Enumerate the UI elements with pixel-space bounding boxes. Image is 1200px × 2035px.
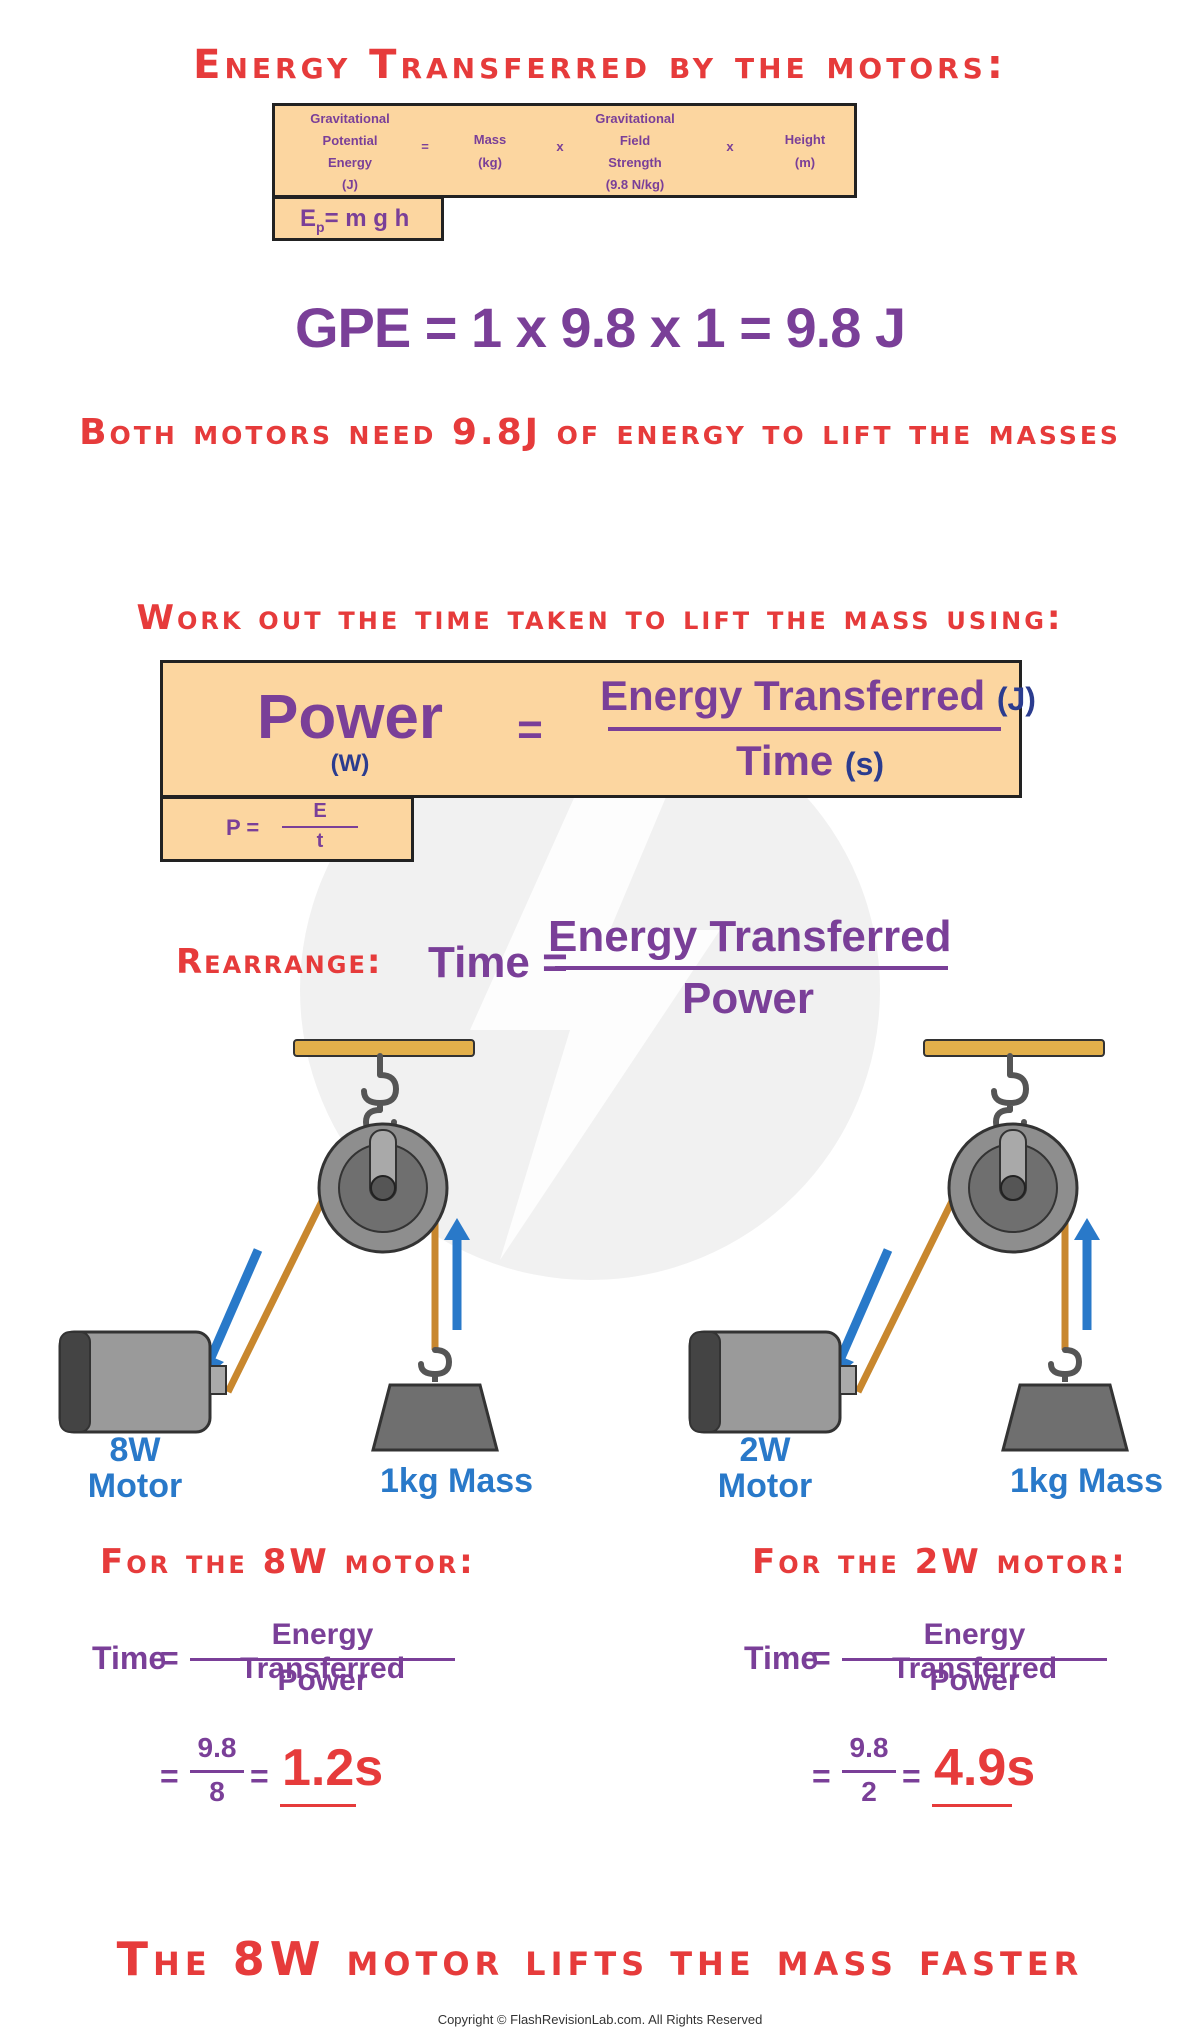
calc-heading-2w: For the 2W motor: [752, 1542, 1128, 1582]
rearrange-denominator: Power [681, 974, 815, 1023]
calc-8w-numerator: Energy Transferred [239, 1618, 406, 1685]
time-denominator: Time (s) [735, 737, 885, 784]
calc-2w-fraction-line [842, 1658, 1107, 1661]
power-fraction-line [608, 727, 1001, 731]
power-symbol-left: P = [226, 815, 260, 840]
calc-8w-num-value: 9.8 [197, 1732, 237, 1763]
calc-8w-value-line [190, 1770, 244, 1773]
both-motors-statement: Both motors need 9.8J of energy to lift … [79, 412, 1121, 453]
calc-8w-result-underline [280, 1804, 356, 1807]
pulley-setup-8w [58, 1039, 499, 1452]
mass-label-left: 1kg Mass [380, 1462, 534, 1500]
mass-label: Mass(kg) [473, 132, 507, 170]
gpe-calculation: GPE = 1 x 9.8 x 1 = 9.8 J [294, 296, 906, 359]
calc-2w-num-value: 9.8 [849, 1732, 889, 1763]
calc-2w-eq: = [812, 1640, 831, 1676]
gpe-formula-table [272, 103, 857, 198]
times-sign: x [556, 139, 564, 154]
calc-2w-numerator: Energy Transferred [891, 1618, 1058, 1685]
calc-2w-result: 4.9s [934, 1739, 1036, 1797]
mass-label-right: 1kg Mass [1010, 1462, 1164, 1500]
calc-8w-den-value: 8 [209, 1776, 225, 1807]
heading-energy-transferred: Energy Transferred by the motors: [193, 42, 1007, 88]
calc-2w-value-line [842, 1770, 896, 1773]
power-word: Power [256, 683, 444, 752]
calc-8w-eq: = [160, 1640, 179, 1676]
calc-8w-denominator: Power [277, 1664, 368, 1697]
rearrange-label: Rearrange: [176, 942, 383, 982]
conclusion: The 8W motor lifts the mass faster [116, 1932, 1084, 1986]
calc-heading-8w: For the 8W motor: [100, 1542, 476, 1582]
power-symbol-den: t [316, 830, 324, 852]
calc-2w-den-value: 2 [861, 1776, 877, 1807]
times-sign: x [726, 139, 734, 154]
calc-2w-eq2: = [812, 1758, 831, 1794]
calc-2w-denominator: Power [929, 1664, 1020, 1697]
calc-2w-result-underline [932, 1804, 1012, 1807]
gpe-equals: = [421, 139, 429, 154]
pulley-setup-2w [688, 1039, 1129, 1452]
height-label: Height(m) [784, 132, 826, 170]
gpe-symbol-box [272, 196, 444, 241]
watermark-lightning-icon [470, 740, 720, 1260]
power-symbol-fraction-line [282, 826, 358, 828]
rearrange-fraction-line [555, 966, 948, 970]
power-symbol-box [160, 796, 414, 862]
power-symbol-num: E [313, 800, 327, 822]
calc-8w-result: 1.2s [282, 1739, 384, 1797]
rearrange-numerator: Energy Transferred [548, 912, 952, 961]
heading-work-out-time: Work out the time taken to lift the mass… [136, 598, 1064, 638]
energy-transferred-numerator: Energy Transferred (J) [600, 672, 1036, 719]
power-equals: = [517, 705, 543, 754]
calc-2w-eq3: = [902, 1758, 921, 1794]
rearrange-time-lhs: Time = [428, 938, 568, 987]
power-unit: (W) [330, 750, 370, 777]
calc-2w-time: Time [744, 1640, 819, 1676]
copyright: Copyright © FlashRevisionLab.com. All Ri… [437, 2012, 763, 2027]
calc-8w-fraction-line [190, 1658, 455, 1661]
calc-8w-eq3: = [250, 1758, 269, 1794]
calc-8w-eq2: = [160, 1758, 179, 1794]
calc-8w-time: Time [92, 1640, 167, 1676]
gpe-symbol-formula: Ep= m g h [300, 205, 410, 235]
